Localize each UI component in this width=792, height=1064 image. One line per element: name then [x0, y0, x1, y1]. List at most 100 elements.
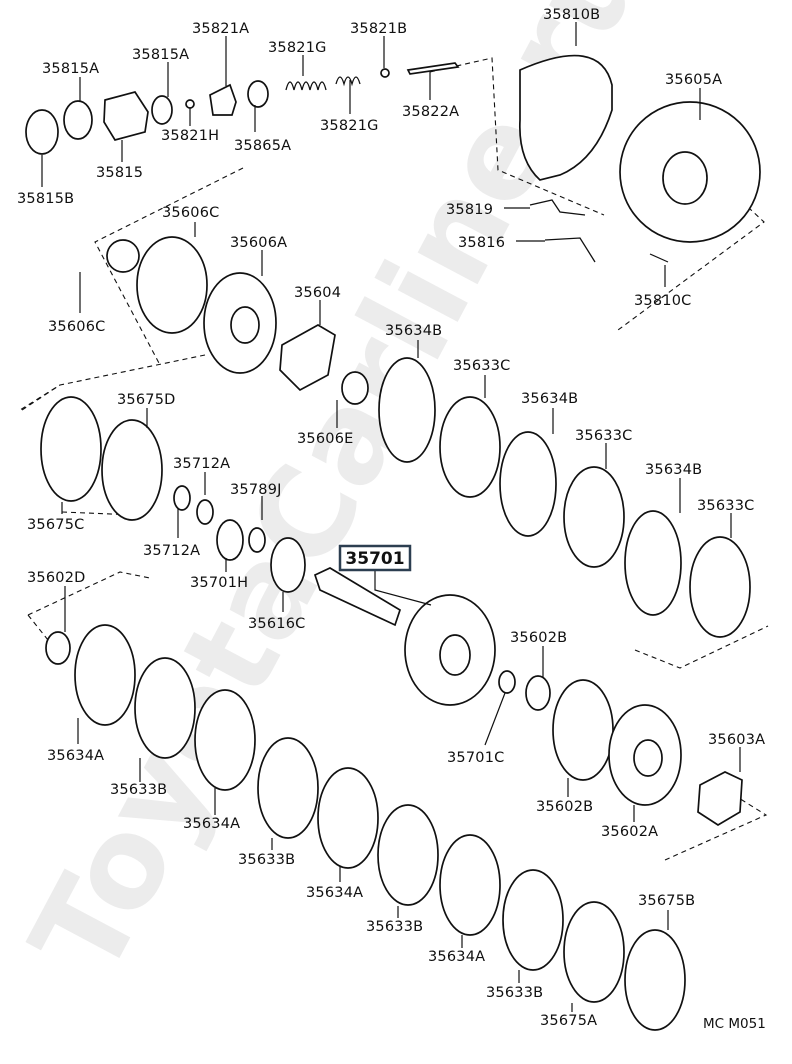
shaft-35701-drawing [313, 567, 402, 627]
part-label-35821a[interactable]: 35821A [192, 21, 249, 37]
disc-35633b3-drawing [377, 804, 439, 906]
ring-35712a2-drawing [196, 499, 214, 525]
ring-35616c-drawing [270, 537, 306, 593]
part-label-35815a-2[interactable]: 35815A [132, 47, 189, 63]
pin-35810c-drawing [649, 253, 669, 263]
part-label-35634a-2[interactable]: 35634A [183, 816, 240, 832]
part-label-35712a-2[interactable]: 35712A [143, 543, 200, 559]
disc-35634b3-drawing [624, 510, 682, 616]
part-label-35821b[interactable]: 35821B [350, 21, 407, 37]
part-label-35633b-3[interactable]: 35633B [366, 919, 423, 935]
part-label-35602a[interactable]: 35602A [601, 824, 658, 840]
part-label-35675d[interactable]: 35675D [117, 392, 176, 408]
part-label-35810c[interactable]: 35810C [634, 293, 691, 309]
part-label-35634a-3[interactable]: 35634A [306, 885, 363, 901]
bracket-35819-drawing [529, 199, 586, 216]
ring-35606e-drawing [341, 371, 369, 405]
part-label-35633c-3[interactable]: 35633C [697, 498, 754, 514]
disc-35633b2-drawing [257, 737, 319, 839]
plug-35815-drawing [103, 91, 149, 141]
part-label-35821g[interactable]: 35821G [268, 40, 327, 56]
ring-35821h-drawing [185, 99, 195, 109]
disc-35634b-drawing [378, 357, 436, 463]
piston-35602a-hub [633, 739, 663, 777]
washer-35821b-drawing [380, 68, 390, 78]
disc-35634a3-drawing [317, 767, 379, 869]
part-label-35633b-2[interactable]: 35633B [238, 852, 295, 868]
disc-35634b2-drawing [499, 431, 557, 537]
part-label-35819[interactable]: 35819 [446, 202, 493, 218]
part-label-35675c[interactable]: 35675C [27, 517, 84, 533]
leader-lines [41, 22, 741, 1012]
part-label-35815a[interactable]: 35815A [42, 61, 99, 77]
part-label-35605a[interactable]: 35605A [665, 72, 722, 88]
part-label-35604[interactable]: 35604 [294, 285, 341, 301]
disc-35634a2-drawing [194, 689, 256, 791]
part-label-35633c[interactable]: 35633C [453, 358, 510, 374]
part-label-35821h[interactable]: 35821H [161, 128, 219, 144]
part-label-35616c[interactable]: 35616C [248, 616, 305, 632]
bracket-35816-drawing [544, 237, 596, 263]
part-label-35865a[interactable]: 35865A [234, 138, 291, 154]
spring-35821g-drawing [285, 81, 327, 91]
part-label-35606c[interactable]: 35606C [162, 205, 219, 221]
part-label-35675b[interactable]: 35675B [638, 893, 695, 909]
highlighted-part-number[interactable]: 35701 [345, 549, 404, 569]
ring-35815a-drawing [63, 100, 93, 140]
ring-35602b-drawing [525, 675, 551, 711]
part-label-35606a[interactable]: 35606A [230, 235, 287, 251]
ring-35675d-drawing [101, 419, 163, 521]
disc-35633b4-drawing [502, 869, 564, 971]
ring-35606c-drawing [106, 239, 140, 273]
piston-35606a-hub [230, 306, 260, 344]
part-label-35712a[interactable]: 35712A [173, 456, 230, 472]
hub-35701-bore [439, 634, 471, 676]
part-label-35815b[interactable]: 35815B [17, 191, 74, 207]
part-label-35633b[interactable]: 35633B [110, 782, 167, 798]
ring-35602d-drawing [45, 631, 71, 665]
part-label-35634a-4[interactable]: 35634A [428, 949, 485, 965]
ring-35865a-drawing [247, 80, 269, 108]
disc-35633c2-drawing [563, 466, 625, 568]
part-label-35701h[interactable]: 35701H [190, 575, 248, 591]
part-label-35606e[interactable]: 35606E [297, 431, 354, 447]
part-label-35815[interactable]: 35815 [96, 165, 143, 181]
part-label-35634a[interactable]: 35634A [47, 748, 104, 764]
part-label-35789j[interactable]: 35789J [230, 482, 282, 498]
disc-35633b-drawing [134, 657, 196, 759]
part-label-35603a[interactable]: 35603A [708, 732, 765, 748]
ring-35815a2-drawing [151, 95, 173, 125]
disc-35634a-drawing [74, 624, 136, 726]
part-label-35634b[interactable]: 35634B [385, 323, 442, 339]
part-label-35821g-2[interactable]: 35821G [320, 118, 379, 134]
part-label-35675a[interactable]: 35675A [540, 1013, 597, 1029]
part-label-35634b-3[interactable]: 35634B [645, 462, 702, 478]
plate-35675c-drawing [40, 396, 102, 502]
part-label-35606c-2[interactable]: 35606C [48, 319, 105, 335]
part-drawings [25, 54, 761, 1031]
part-label-35822a[interactable]: 35822A [402, 104, 459, 120]
ring-35712a-drawing [173, 485, 191, 511]
spring-set-35603a-drawing [697, 771, 743, 826]
part-label-35810b[interactable]: 35810B [543, 7, 600, 23]
part-label-35633c-2[interactable]: 35633C [575, 428, 632, 444]
part-label-35634b-2[interactable]: 35634B [521, 391, 578, 407]
spring-35821g2-drawing [335, 76, 361, 87]
part-label-35602b-2[interactable]: 35602B [536, 799, 593, 815]
footer-code: MC M051 [703, 1016, 766, 1032]
part-labels: 35815A 35815A 35821A 35821G 35821B 35810… [17, 7, 765, 1029]
part-label-35701c[interactable]: 35701C [447, 750, 504, 766]
highlighted-part-box[interactable] [338, 544, 412, 572]
drum-35605a-hub [662, 151, 708, 205]
disc-35633c3-drawing [689, 536, 751, 638]
ring-35675b-drawing [624, 929, 686, 1031]
washer-35701c-drawing [498, 670, 516, 694]
plate-35675a-drawing [563, 901, 625, 1003]
part-label-35602b[interactable]: 35602B [510, 630, 567, 646]
snap-ring-35815b-drawing [25, 109, 59, 155]
part-label-35602d[interactable]: 35602D [27, 570, 86, 586]
part-label-35816[interactable]: 35816 [458, 235, 505, 251]
part-label-35633b-4[interactable]: 35633B [486, 985, 543, 1001]
